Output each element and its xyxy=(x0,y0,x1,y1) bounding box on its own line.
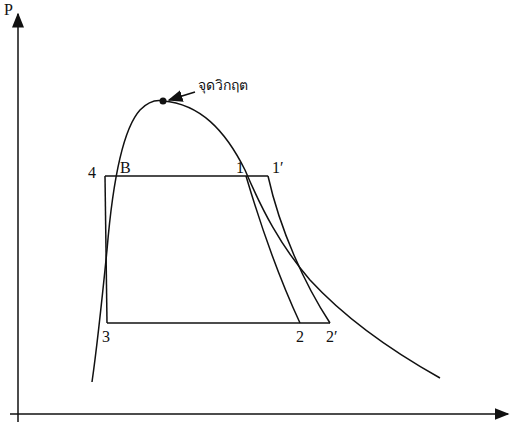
point-label: B xyxy=(120,160,131,176)
p-axis xyxy=(17,14,19,422)
callout-label: จุดวิกฤต xyxy=(198,78,248,92)
point-label: 4 xyxy=(88,165,96,181)
point-label: 1′ xyxy=(272,160,284,176)
v-axis xyxy=(10,413,508,415)
axis-label: P xyxy=(4,2,13,18)
critical-point xyxy=(160,98,167,105)
saturation-dome xyxy=(92,101,440,382)
point-label: 1 xyxy=(236,160,244,176)
point-label: 2′ xyxy=(326,329,338,345)
process-line xyxy=(268,176,330,323)
point-label: 2 xyxy=(296,329,304,345)
point-label: 3 xyxy=(102,329,110,345)
process-line xyxy=(107,322,330,324)
leader-line xyxy=(169,92,195,100)
process-line xyxy=(105,176,107,323)
